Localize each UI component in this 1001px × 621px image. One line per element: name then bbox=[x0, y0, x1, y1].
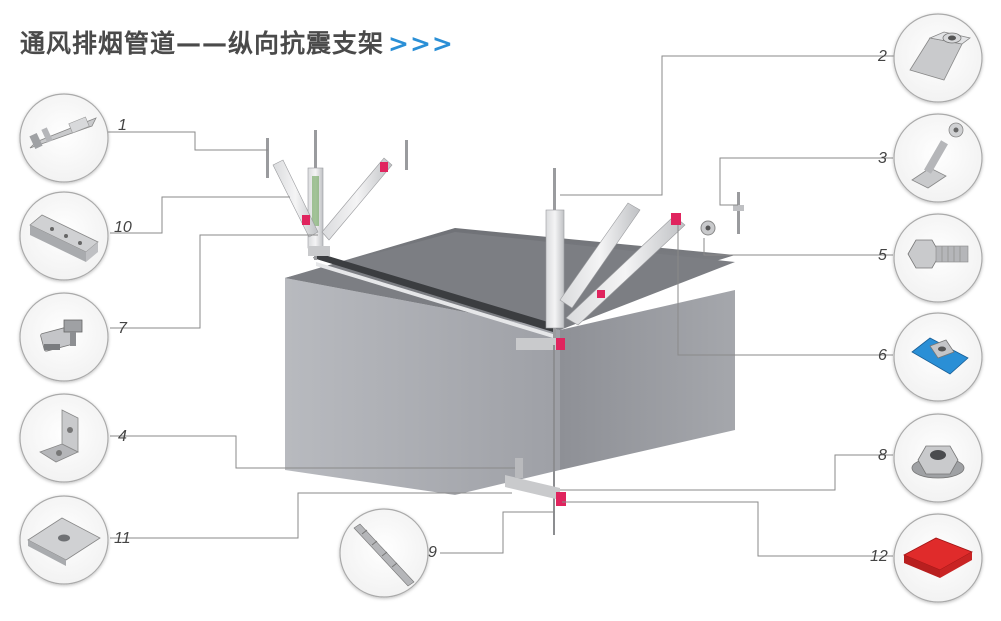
right-top-bracket bbox=[516, 338, 562, 350]
label-7: 7 bbox=[118, 320, 128, 337]
leader-line-11 bbox=[110, 493, 512, 538]
left-diag-rod-2 bbox=[405, 140, 408, 170]
label-8: 8 bbox=[878, 447, 887, 464]
callout-6 bbox=[894, 313, 982, 401]
leader-line-2 bbox=[560, 56, 895, 195]
label-11: 11 bbox=[114, 530, 131, 547]
right-pink-clip-3 bbox=[556, 338, 565, 350]
hanging-rod bbox=[553, 345, 555, 535]
right-pink-clip-1 bbox=[671, 213, 681, 225]
bottom-pink-clip bbox=[556, 492, 566, 506]
leader-line-8 bbox=[560, 455, 893, 490]
callout-11 bbox=[20, 496, 108, 584]
left-diag-rod bbox=[266, 138, 269, 178]
label-5: 5 bbox=[878, 247, 887, 264]
callout-1 bbox=[20, 94, 108, 182]
leader-line-10 bbox=[110, 197, 290, 233]
leader-line-9 bbox=[440, 512, 555, 553]
leader-line-1 bbox=[108, 132, 268, 150]
left-base-bracket bbox=[308, 246, 330, 256]
label-9: 9 bbox=[428, 544, 437, 561]
label-10: 10 bbox=[114, 219, 132, 236]
callout-4 bbox=[20, 394, 108, 482]
callout-9 bbox=[340, 509, 428, 597]
label-6: 6 bbox=[878, 347, 887, 364]
callout-5 bbox=[894, 214, 982, 302]
bottom-bracket-flange bbox=[515, 458, 523, 478]
right-hinge bbox=[701, 192, 744, 235]
right-pink-clip-2 bbox=[597, 290, 605, 298]
left-vertical-slot bbox=[312, 176, 319, 226]
leader-line-12 bbox=[562, 502, 893, 556]
right-vertical-channel bbox=[546, 210, 564, 328]
left-brace bbox=[266, 130, 408, 260]
label-4: 4 bbox=[118, 428, 127, 445]
leader-line-3 bbox=[720, 158, 893, 205]
label-12: 12 bbox=[870, 548, 888, 565]
callout-10 bbox=[20, 192, 108, 280]
leader-line-5 bbox=[704, 238, 893, 255]
callout-2 bbox=[894, 14, 982, 102]
callout-3 bbox=[894, 114, 982, 202]
callout-12 bbox=[894, 514, 982, 602]
callout-7 bbox=[20, 293, 108, 381]
left-pink-clip-2 bbox=[380, 162, 388, 172]
label-1: 1 bbox=[118, 117, 127, 134]
callout-8 bbox=[894, 414, 982, 502]
left-pink-clip-1 bbox=[302, 215, 310, 225]
label-2: 2 bbox=[877, 48, 887, 65]
label-3: 3 bbox=[878, 150, 887, 167]
